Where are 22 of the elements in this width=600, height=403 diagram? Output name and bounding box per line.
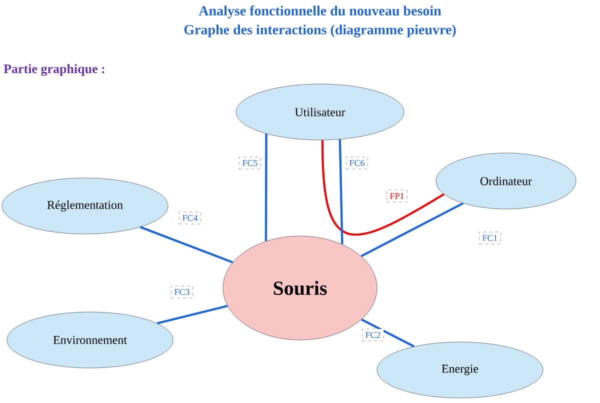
- edge-label: FC2: [362, 328, 384, 342]
- connector-line: [360, 202, 464, 258]
- ellipse-node: Ordinateur: [436, 152, 576, 210]
- section-heading: Partie graphique :: [4, 64, 104, 76]
- connector-line: [338, 139, 344, 244]
- ellipse-node: Utilisateur: [236, 84, 404, 140]
- edge-label: FC5: [239, 156, 261, 170]
- ellipse-node: Environnement: [6, 312, 174, 368]
- ellipse-node: Réglementation: [2, 178, 168, 234]
- edge-label: FP1: [386, 190, 408, 202]
- connector-line: [140, 226, 234, 264]
- edge-label: FC6: [346, 156, 368, 170]
- edge-label: FC4: [179, 212, 201, 224]
- edge-label: FC1: [479, 232, 501, 244]
- connector-line: [361, 318, 415, 348]
- title: Analyse fonctionnelle du nouveau besoin: [198, 6, 442, 18]
- connector-line: [156, 304, 228, 324]
- ellipse-node: Energie: [376, 342, 544, 398]
- connector-line: [321, 140, 445, 236]
- edge-label: FC3: [171, 286, 193, 298]
- subtitle: Graphe des interactions (diagramme pieuvre): [184, 24, 456, 38]
- connector-line: [264, 134, 268, 242]
